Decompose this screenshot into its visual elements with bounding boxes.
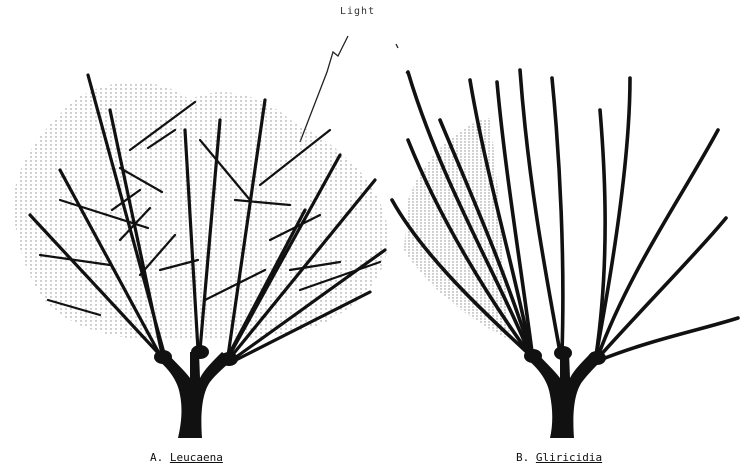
tree-b-gliricidia: [392, 70, 738, 438]
caption-a-genus: Leucaena: [170, 451, 223, 464]
caption-a-letter: A.: [150, 451, 163, 464]
trunk-b: [528, 352, 602, 438]
branches-b: [392, 70, 738, 360]
caption-b-genus: Gliricidia: [536, 451, 602, 464]
caption-a: A. Leucaena: [150, 451, 223, 464]
trunk-a: [158, 352, 232, 438]
canopy-b: [404, 118, 510, 340]
light-label: Light: [340, 6, 375, 17]
tree-a-leucaena: [14, 75, 389, 438]
light-ray: [300, 36, 409, 142]
caption-b-letter: B.: [516, 451, 529, 464]
canopy-a: [14, 82, 389, 340]
caption-b: B. Gliricidia: [516, 451, 602, 464]
